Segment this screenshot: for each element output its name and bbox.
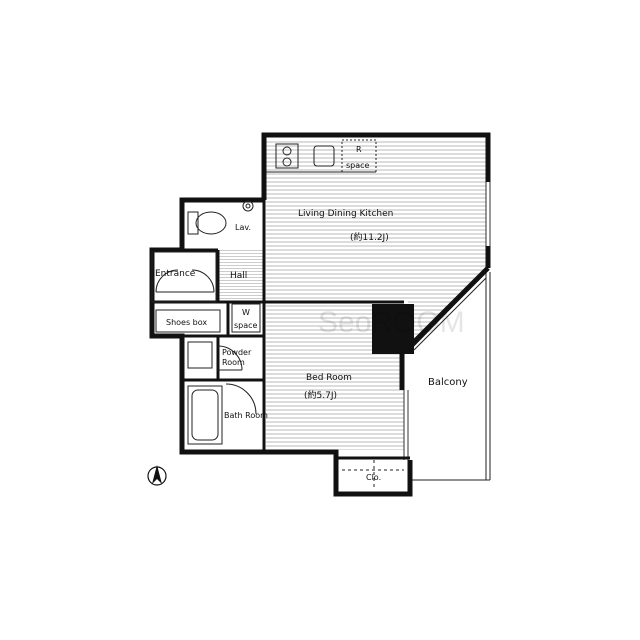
kitchen-fixtures — [266, 139, 377, 173]
structural-column — [372, 304, 414, 354]
powder-room-label-2: Room — [222, 358, 245, 367]
watermark-logo: SeoROOM — [318, 306, 465, 339]
washer-space-label-top: W — [242, 308, 250, 317]
shoes-box — [155, 309, 221, 333]
fridge-space-label: space — [346, 161, 370, 170]
hall-label: Hall — [230, 271, 247, 281]
closet-doors — [342, 460, 404, 488]
ldk-label: Living Dining Kitchen — [298, 209, 393, 219]
bath-room-label: Bath Room — [224, 411, 268, 420]
washer-space — [231, 303, 261, 333]
entrance-label: Entrance — [155, 269, 196, 279]
windows — [403, 182, 491, 460]
shoes-box-label: Shoes box — [166, 318, 207, 327]
powder-room-label-1: Powder — [222, 348, 252, 357]
washer-space-label-bottom: space — [234, 321, 258, 330]
ldk-floor — [266, 172, 486, 345]
ldk-size: (約11.2J) — [350, 231, 389, 243]
bathtub-icon — [187, 383, 257, 445]
toilet-icon — [187, 200, 254, 235]
closet-label: Clo. — [366, 473, 381, 482]
powder-room-fixtures — [187, 341, 243, 371]
bed-room-size: (約5.7J) — [304, 389, 337, 401]
bed-room-label: Bed Room — [306, 373, 352, 383]
fridge-label: R — [356, 145, 362, 154]
lavatory-label: Lav. — [235, 223, 251, 232]
entrance-doors — [151, 251, 217, 303]
hall-floor — [218, 250, 264, 302]
north-arrow-icon — [147, 465, 167, 486]
balcony-label: Balcony — [428, 377, 468, 388]
